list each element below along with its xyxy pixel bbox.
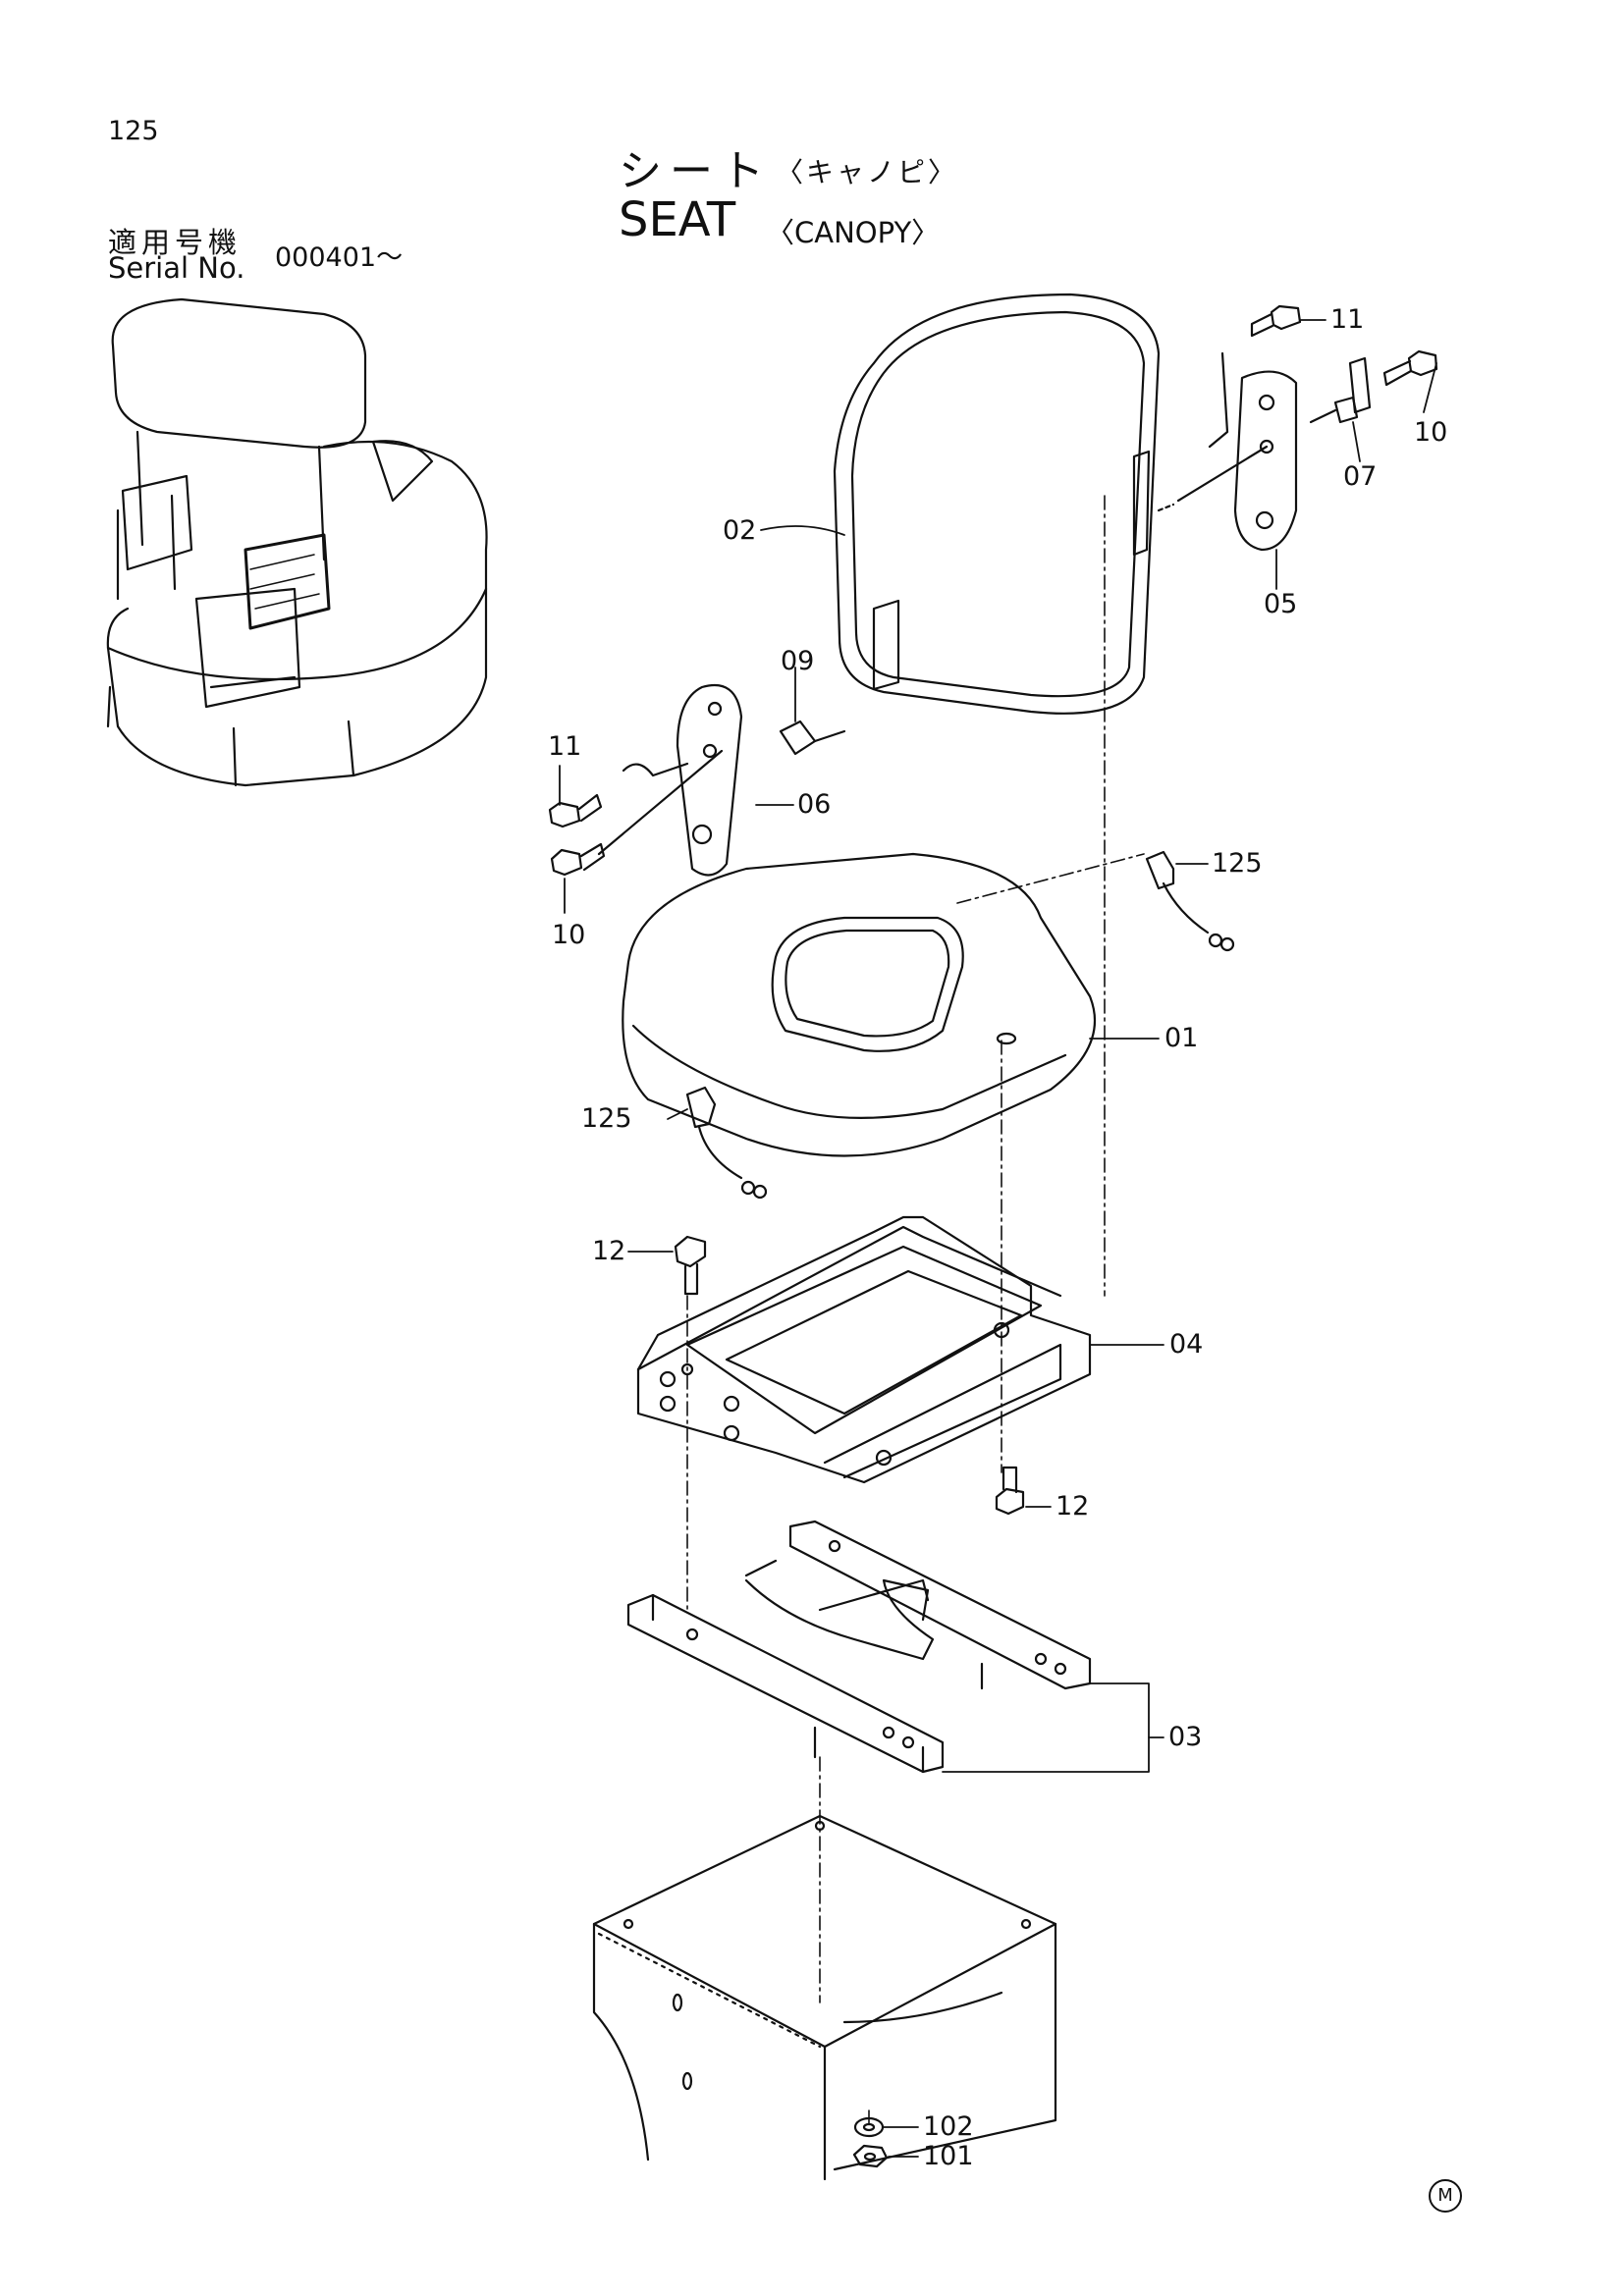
- callout-10-left: 10: [552, 920, 586, 950]
- machine-locator-sketch: [106, 297, 488, 787]
- callout-09: 09: [781, 646, 815, 676]
- callout-11-upper: 11: [1330, 304, 1365, 335]
- callout-07: 07: [1343, 461, 1378, 492]
- part-11-bolt-left: [548, 793, 603, 828]
- serial-range: 000401～: [275, 242, 404, 273]
- title-japanese-sub: 〈キャノピ〉: [776, 156, 959, 188]
- part-09-spacer: [779, 720, 846, 756]
- part-12-bolt-upper: [674, 1235, 707, 1296]
- part-07-pin: [1309, 356, 1372, 424]
- callout-05: 05: [1264, 589, 1298, 619]
- part-101-nut: [852, 2144, 889, 2168]
- part-12-bolt-lower: [995, 1466, 1025, 1516]
- part-11-bolt-upper: [1250, 304, 1302, 338]
- title-english-sub: 〈CANOPY〉: [766, 216, 941, 249]
- assembly-centerlines: [686, 495, 1145, 2126]
- callout-125-left: 125: [581, 1103, 632, 1134]
- callout-125-right: 125: [1212, 848, 1263, 879]
- serial-label-english: Serial No.: [108, 251, 245, 285]
- part-05-right-bracket: [1157, 351, 1298, 552]
- title-english: SEAT: [619, 192, 736, 247]
- callout-06: 06: [797, 789, 832, 820]
- serial-label-japanese: 適用号機: [108, 226, 243, 259]
- callout-12-upper: 12: [592, 1236, 626, 1266]
- part-125-switch-left: [685, 1086, 768, 1200]
- part-10-bolt-upper: [1382, 349, 1438, 387]
- callout-102: 102: [923, 2111, 974, 2142]
- part-10-bolt-left: [550, 842, 606, 877]
- part-03-slide-rails: [626, 1520, 1092, 1774]
- part-02-backrest: [833, 293, 1161, 715]
- base-stand: [592, 1814, 1057, 2181]
- callout-04: 04: [1169, 1329, 1204, 1360]
- part-125-switch-right: [1145, 850, 1235, 952]
- callout-03: 03: [1168, 1722, 1203, 1752]
- callout-10-upper: 10: [1414, 417, 1448, 448]
- callout-11-left: 11: [548, 731, 582, 762]
- manufacturer-mark: M: [1429, 2179, 1462, 2213]
- callout-101: 101: [923, 2141, 974, 2171]
- callout-12-lower: 12: [1056, 1491, 1090, 1522]
- title-japanese: シート: [619, 146, 772, 196]
- callout-leaders: [559, 319, 1437, 2158]
- callout-01: 01: [1164, 1023, 1199, 1053]
- page-number: 125: [108, 116, 159, 146]
- part-06-left-bracket: [597, 683, 743, 877]
- part-04-seat-frame: [636, 1215, 1092, 1484]
- callout-02: 02: [723, 515, 757, 546]
- part-01-seat-cushion: [622, 852, 1097, 1157]
